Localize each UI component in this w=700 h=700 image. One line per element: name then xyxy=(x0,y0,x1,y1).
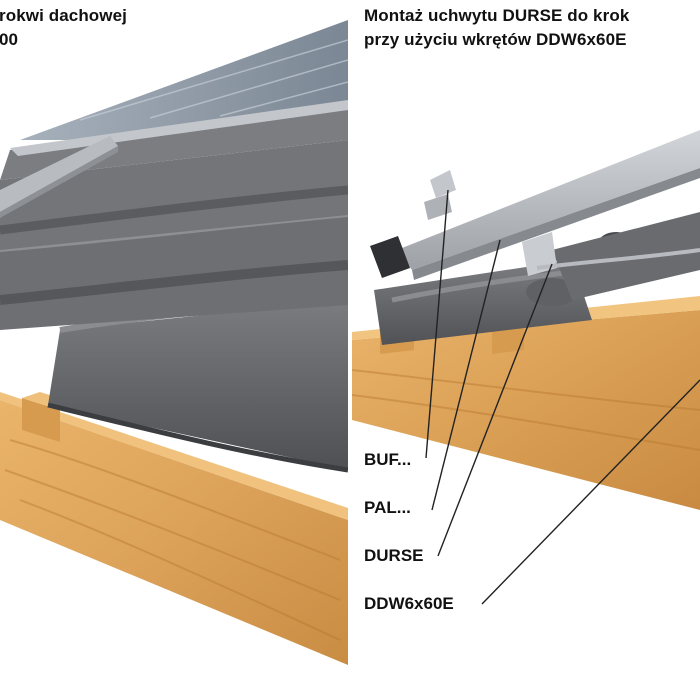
solar-panel xyxy=(20,20,348,140)
right-roof-illustration xyxy=(352,130,700,605)
clamp-part xyxy=(430,170,456,198)
batten-block xyxy=(22,398,60,442)
left-title-line1: rokwi dachowej xyxy=(0,6,127,25)
left-roof-illustration xyxy=(0,20,348,665)
solar-panel-frame xyxy=(10,100,348,156)
callout-durse: DURSE xyxy=(364,546,424,565)
leader-line-durse xyxy=(437,263,553,557)
leader-line-ddw xyxy=(481,379,700,605)
callout-buf: BUF... xyxy=(364,450,412,469)
roof-tile xyxy=(552,212,700,300)
panel-divider xyxy=(348,0,352,700)
batten-block xyxy=(492,326,524,354)
callout-pal: PAL... xyxy=(364,498,411,517)
rafter-beam xyxy=(0,400,348,665)
left-illustration-panel: rokwi dachowej 00 xyxy=(0,0,348,700)
rafter-beam xyxy=(352,310,700,510)
leader-line-pal xyxy=(431,239,501,511)
rail-end-cap xyxy=(370,236,410,278)
rafter-top-face xyxy=(0,392,348,520)
left-title-line2: 00 xyxy=(0,30,19,49)
mounting-rail xyxy=(397,130,700,270)
leader-line-buf xyxy=(425,189,449,459)
callout-ddw: DDW6x60E xyxy=(364,594,454,613)
right-title-line2: przy użyciu wkrętów DDW6x60E xyxy=(364,30,627,49)
right-illustration-panel: Montaż uchwytu DURSE do krok przy użyciu… xyxy=(352,0,700,700)
right-title-line1: Montaż uchwytu DURSE do krok xyxy=(364,6,630,25)
roof-tile-lower xyxy=(48,300,348,470)
mounting-rail xyxy=(0,136,118,212)
